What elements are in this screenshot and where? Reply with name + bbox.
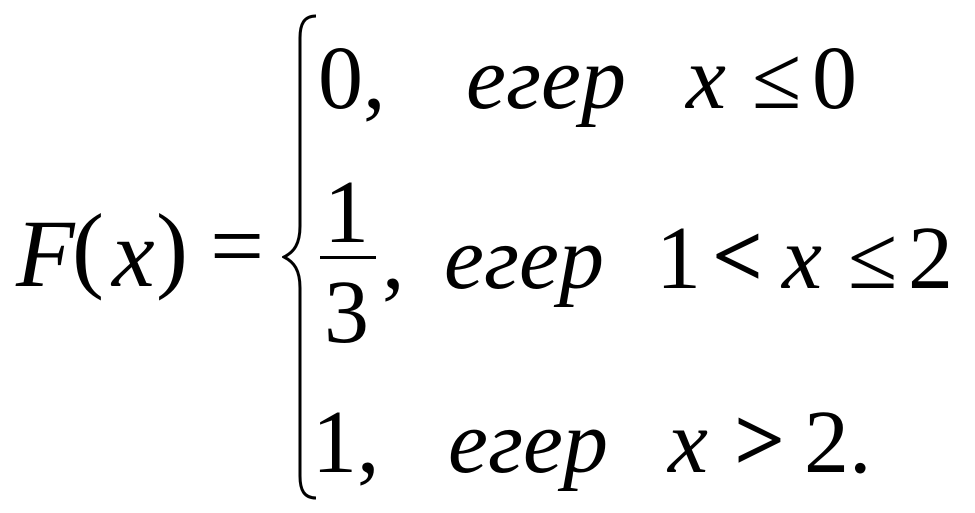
case-2-numerator: 1	[324, 163, 369, 262]
open-paren: (	[72, 194, 104, 301]
case-2-fraction-bar	[320, 256, 376, 259]
case-3-variable: x	[668, 393, 708, 492]
case-2-comma: ,	[382, 209, 405, 308]
case-2-lhs: 1	[656, 209, 701, 308]
case-1-word: егер	[466, 29, 627, 128]
case-1-rhs: 0	[812, 29, 857, 128]
case-2-denominator: 3	[324, 263, 369, 362]
close-paren: )	[156, 194, 188, 301]
case-1-operator: ≤	[752, 29, 802, 128]
case-3-word: егер	[448, 393, 609, 492]
left-brace-icon	[282, 14, 317, 500]
function-variable: x	[112, 200, 155, 307]
function-name: F	[16, 200, 75, 307]
case-2-word: егер	[444, 209, 605, 308]
case-3-operator: >	[734, 391, 786, 490]
equals-sign: =	[210, 192, 265, 299]
case-3-value: 1,	[312, 393, 380, 492]
case-1-variable: x	[686, 29, 726, 128]
case-3-rhs: 2.	[804, 393, 872, 492]
case-2-rhs: 2	[908, 209, 953, 308]
case-2-operator-2: ≤	[848, 209, 898, 308]
case-2-variable: x	[782, 209, 822, 308]
case-2-operator-1: <	[712, 207, 764, 306]
case-1-value: 0,	[318, 29, 386, 128]
